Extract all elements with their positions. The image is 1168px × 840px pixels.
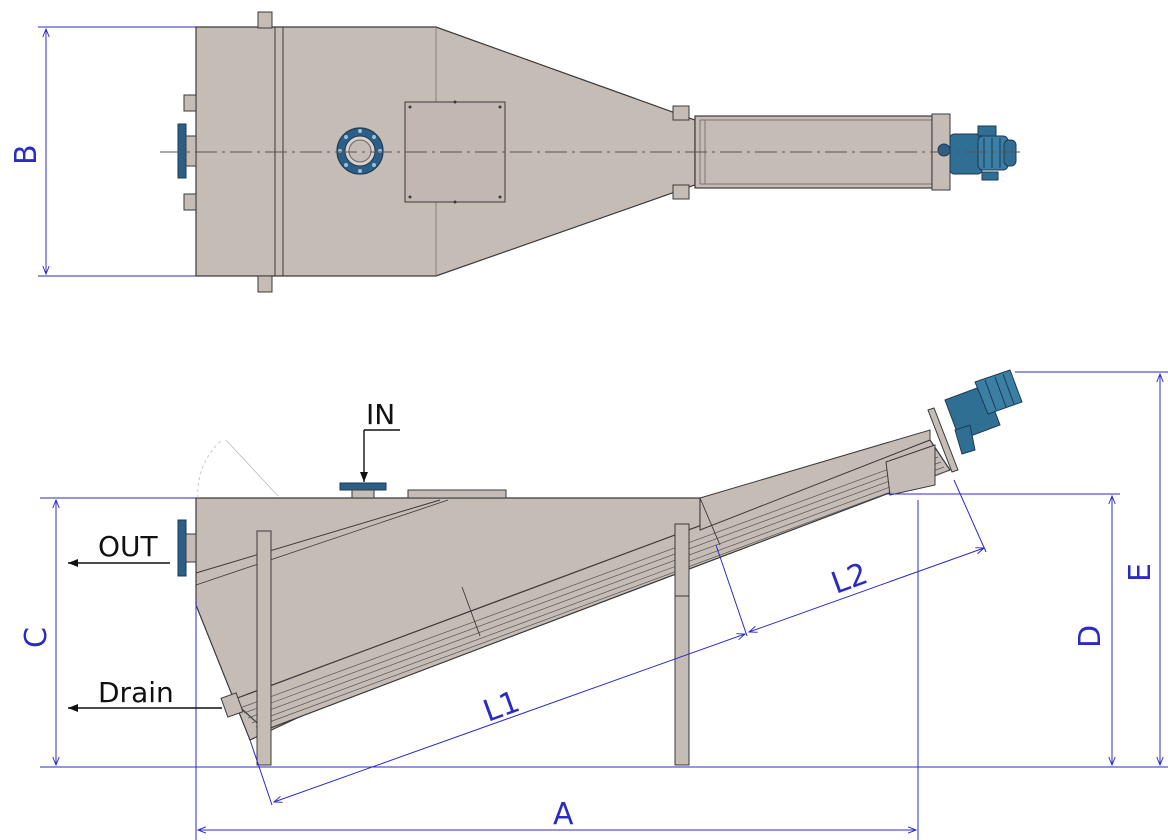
side-view bbox=[177, 369, 1023, 766]
dim-l1-label: L1 bbox=[479, 684, 525, 729]
side-leg-right bbox=[674, 523, 690, 766]
top-motor bbox=[937, 125, 1017, 181]
dim-d-label: D bbox=[1073, 625, 1108, 648]
flow-arrows bbox=[68, 429, 400, 712]
in-label: IN bbox=[366, 398, 395, 431]
side-motor bbox=[944, 369, 1023, 455]
out-label: OUT bbox=[98, 530, 159, 563]
top-out-flange bbox=[177, 123, 187, 179]
top-inlet-flange bbox=[336, 127, 384, 175]
side-out-flange bbox=[177, 519, 187, 577]
side-leg-left bbox=[256, 530, 272, 766]
top-view bbox=[160, 11, 1020, 293]
dim-l2-label: L2 bbox=[827, 556, 873, 601]
dim-c-label: C bbox=[19, 627, 54, 648]
side-drain-nozzle bbox=[220, 692, 244, 718]
dim-a-label: A bbox=[553, 797, 574, 832]
dim-b-label: B bbox=[9, 144, 44, 165]
drain-label: Drain bbox=[98, 676, 174, 709]
side-inlet-flange bbox=[339, 482, 387, 491]
dim-e-label: E bbox=[1123, 563, 1158, 582]
dimension-lines bbox=[38, 26, 1168, 840]
